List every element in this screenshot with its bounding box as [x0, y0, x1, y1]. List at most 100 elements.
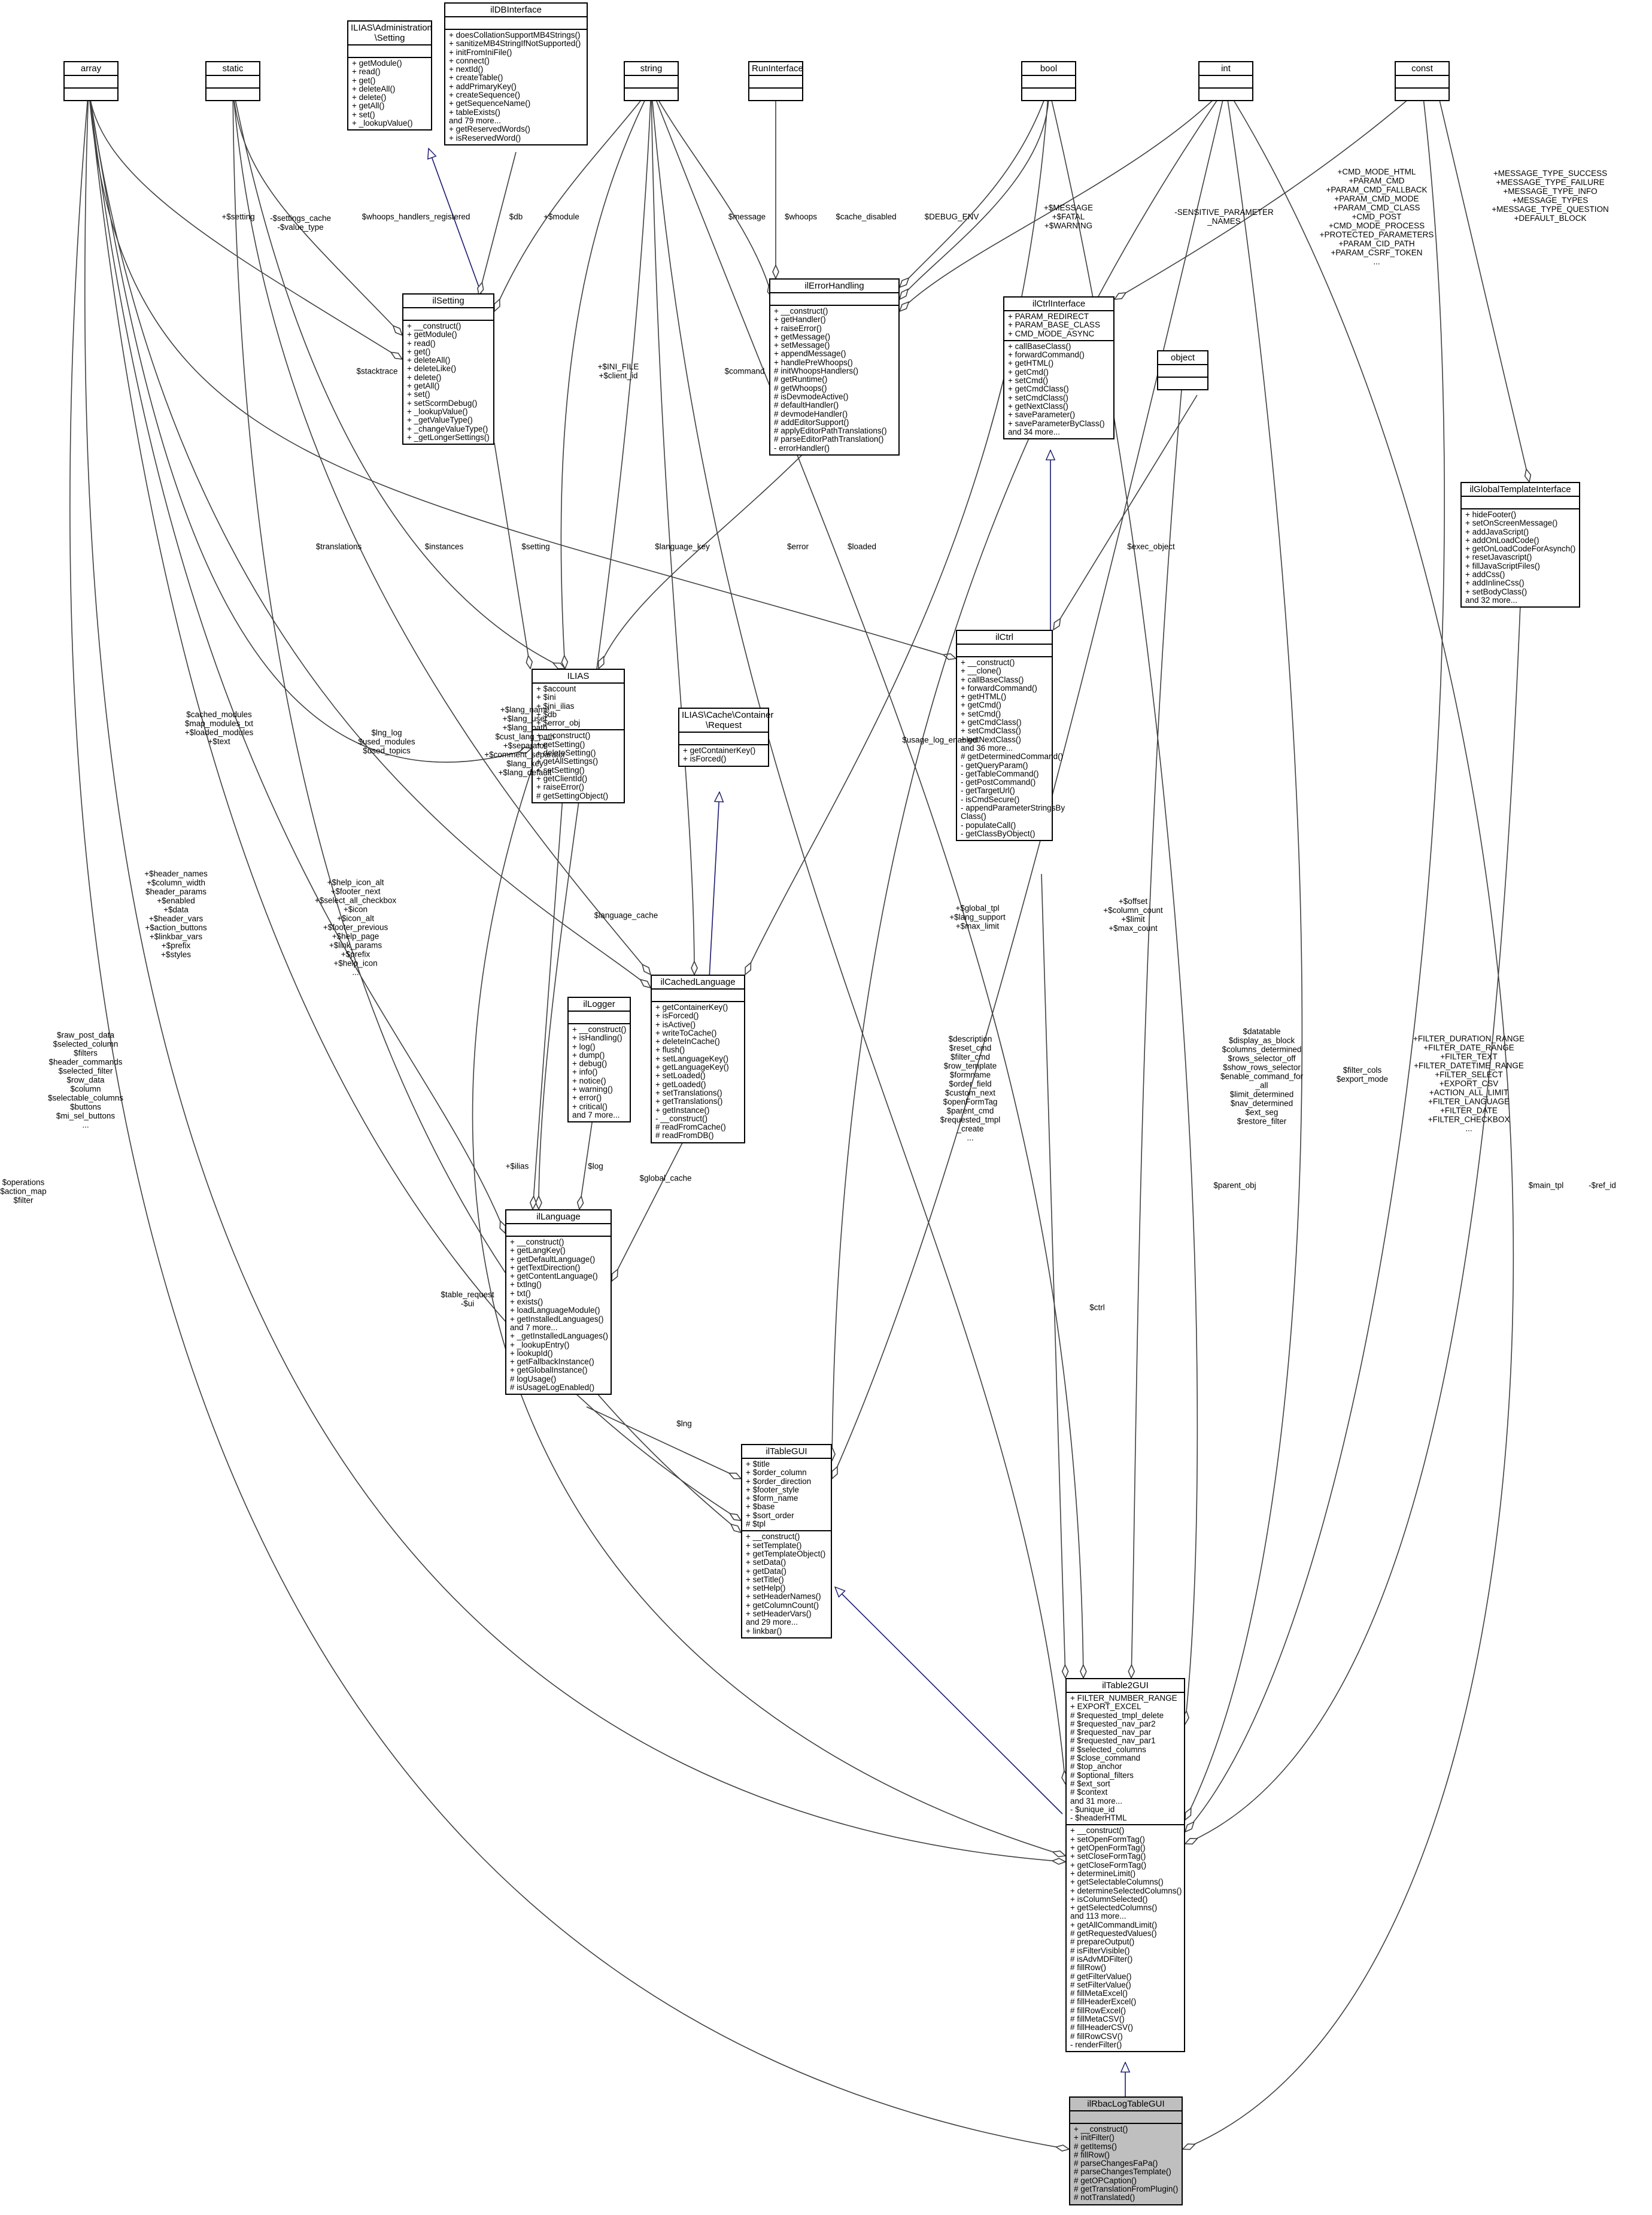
attribute: + EXPORT_EXCEL	[1070, 1702, 1141, 1712]
method: + set()	[352, 110, 375, 119]
class-node-dbinterface[interactable]: ilDBInterface+ doesCollationSupportMB4St…	[444, 2, 588, 145]
class-node-language[interactable]: ilLanguage+ __construct()+ getLangKey()+…	[505, 1209, 612, 1395]
usage-edge	[232, 87, 651, 975]
method: + getSequenceName()	[449, 99, 531, 108]
method: + getCloseFormTag()	[1070, 1860, 1147, 1870]
edge-label: +$setting	[221, 212, 255, 222]
method: # isDevmodeActive()	[774, 392, 849, 401]
class-node-ilctrl[interactable]: ilCtrl+ __construct()+ __clone()+ callBa…	[956, 630, 1065, 842]
class-name: ILIAS\Cache\Container \Request	[679, 709, 773, 733]
methods-section: + getContainerKey()+ isForced()	[679, 745, 768, 766]
usage-edge	[88, 87, 505, 1233]
usage-edge	[651, 87, 694, 975]
edge-label: -SENSITIVE_PARAMETER _NAMES	[1174, 208, 1274, 226]
class-node-ilias[interactable]: ILIAS+ $account+ $ini+ $ini_ilias+ $db+ …	[532, 669, 625, 803]
methods-section	[1158, 378, 1207, 389]
edge-label: $lng	[676, 1419, 692, 1428]
usage-edge	[651, 87, 772, 298]
edge-label: $language_cache	[594, 911, 658, 920]
method: + resetJavascript()	[1465, 553, 1532, 562]
inheritance-edge	[835, 1587, 1063, 1815]
class-node-logger[interactable]: ilLogger+ __construct()+ isHandling()+ l…	[567, 997, 631, 1123]
method: + getInstalledLanguages()	[510, 1314, 604, 1324]
usage-edge	[1436, 87, 1529, 482]
edge-label: $stacktrace	[356, 366, 398, 376]
edge-label: +$global_tpl +$lang_support +$max_limit	[949, 903, 1006, 931]
method: + getCmd()	[961, 700, 1001, 710]
method: # parseEditorPathTranslation()	[774, 435, 884, 444]
class-node-errorhandling[interactable]: ilErrorHandling+ __construct()+ getHandl…	[769, 278, 900, 456]
class-name: ilCtrlInterface	[1004, 298, 1113, 311]
method: + initFilter()	[1074, 2133, 1115, 2143]
method: + read()	[352, 67, 381, 77]
class-node-ctrlinterface[interactable]: ilCtrlInterface+ PARAM_REDIRECT+ PARAM_B…	[1003, 296, 1115, 440]
method: + delete()	[352, 93, 387, 102]
edge-label: $exec_object	[1127, 542, 1175, 551]
class-node-bool[interactable]: bool	[1021, 61, 1076, 101]
method: + addJavaScript()	[1465, 527, 1529, 536]
method: + writeToCache()	[655, 1028, 717, 1037]
method: - getClassByObject()	[961, 829, 1035, 838]
method: # getOPCaption()	[1074, 2175, 1137, 2185]
usage-edge	[1115, 87, 1423, 299]
attributes-section	[348, 45, 431, 58]
edge-label: $description $reset_cmd $filter_cmd $row…	[940, 1034, 1001, 1142]
class-node-string[interactable]: string	[624, 61, 679, 101]
methods-section	[65, 89, 117, 100]
methods-section: + getModule()+ read()+ get()+ deleteAll(…	[348, 58, 431, 129]
edge-label: $usage_log_enabled	[902, 735, 977, 745]
usage-edge	[900, 87, 1049, 287]
method: + txtlng()	[510, 1280, 542, 1289]
method: # getItems()	[1074, 2141, 1117, 2151]
class-node-globaltemplate[interactable]: ilGlobalTemplateInterface+ hideFooter()+…	[1460, 482, 1580, 608]
method: + setScormDebug()	[407, 398, 478, 408]
edge-label: $message	[728, 212, 766, 222]
class-node-runinterface[interactable]: RunInterface	[748, 61, 803, 101]
method: + isReservedWord()	[449, 133, 521, 142]
method: # initWhoopsHandlers()	[774, 366, 859, 376]
edge-label: $DEBUG_ENV	[924, 212, 979, 222]
method: + createTable()	[449, 73, 503, 83]
method: + getLanguageKey()	[655, 1063, 729, 1072]
attribute: + FILTER_NUMBER_RANGE	[1070, 1694, 1177, 1703]
method: + __construct()	[536, 731, 591, 741]
methods-section	[206, 89, 259, 100]
method: # notTranslated()	[1074, 2193, 1135, 2202]
attribute: # $tpl	[746, 1519, 766, 1529]
method: + getSelectableColumns()	[1070, 1877, 1164, 1887]
class-node-static[interactable]: static	[205, 61, 260, 101]
method: + isColumnSelected()	[1070, 1894, 1148, 1904]
method: - isCmdSecure()	[961, 794, 1020, 804]
usage-edge	[494, 87, 652, 311]
edge-label: $language_key	[655, 542, 710, 551]
method: + getClientId()	[536, 773, 588, 783]
attribute: + $error_obj	[536, 718, 581, 728]
class-name: static	[206, 62, 259, 76]
method: + getModule()	[407, 330, 457, 339]
method: + getCmdClass()	[961, 718, 1022, 727]
method: + notice()	[572, 1076, 606, 1085]
edge-label: $datatable $display_as_block $columns_de…	[1220, 1027, 1304, 1126]
class-node-ilsetting[interactable]: ilSetting+ __construct()+ getModule()+ r…	[402, 293, 494, 445]
method: # fillMetaCSV()	[1070, 2014, 1125, 2023]
method: # isFilterVisible()	[1070, 1946, 1130, 1955]
class-node-cacherequest[interactable]: ILIAS\Cache\Container \Request + getConta…	[678, 708, 773, 767]
class-node-cachedlanguage[interactable]: ilCachedLanguage+ getContainerKey()+ isF…	[651, 975, 745, 1143]
class-node-table2gui[interactable]: ilTable2GUI+ FILTER_NUMBER_RANGE+ EXPORT…	[1065, 1678, 1185, 2053]
class-node-tablegui[interactable]: ilTableGUI+ $title+ $order_column+ $orde…	[741, 1444, 832, 1639]
class-node-int[interactable]: int	[1198, 61, 1253, 101]
class-node-object[interactable]: object	[1157, 350, 1208, 390]
class-node-const[interactable]: const	[1395, 61, 1450, 101]
method: - getPostCommand()	[961, 778, 1036, 787]
method: + doesCollationSupportMB4Strings()	[449, 31, 581, 40]
class-node-admin-setting[interactable]: ILIAS\Administration \Setting+ getModule…	[347, 20, 432, 131]
class-node-rbaclog[interactable]: ilRbacLogTableGUI+ __construct()+ initFi…	[1069, 2096, 1183, 2205]
class-name: ilCtrl	[957, 631, 1052, 645]
attribute: - $unique_id	[1070, 1804, 1115, 1814]
method: + getModule()	[352, 59, 402, 68]
method: + forwardCommand()	[961, 683, 1037, 693]
class-node-array[interactable]: array	[63, 61, 119, 101]
method: + setCmd()	[961, 709, 1001, 718]
method: + addInlineCss()	[1465, 578, 1525, 588]
edge-label: $cached_modules $map_modules_txt +$loade…	[184, 710, 254, 746]
